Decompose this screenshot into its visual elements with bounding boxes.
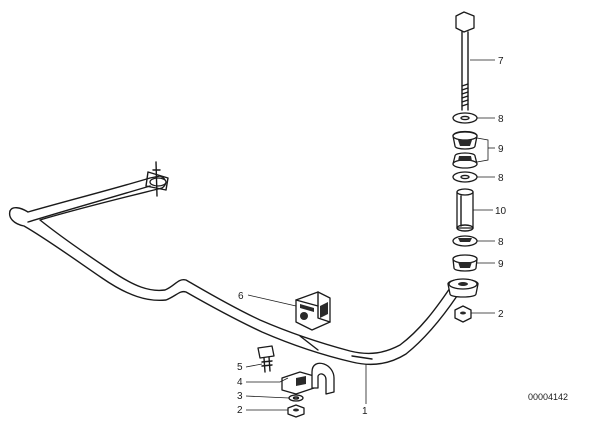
- washer-8-top: [452, 112, 478, 124]
- callout-2-upper: 2: [498, 309, 504, 320]
- callout-8-mid: 8: [498, 173, 504, 184]
- callout-10: 10: [495, 206, 507, 217]
- nut-2-upper: [454, 305, 472, 323]
- left-end-link: [145, 161, 169, 197]
- callout-8-lower: 8: [498, 237, 504, 248]
- callout-2-lower: 2: [237, 405, 243, 416]
- callout-labels: 7 8 9 8 10 8 9 2 6 5 4 3 2 1: [237, 56, 507, 417]
- hex-bolt-5: [257, 345, 275, 373]
- callout-1: 1: [362, 406, 368, 417]
- stabilizer-bar: [8, 175, 467, 366]
- washer-8-lower: [452, 235, 478, 247]
- mount-bracket: [281, 362, 335, 395]
- bushing-9-lower: [452, 254, 478, 272]
- washer-8-mid: [452, 171, 478, 183]
- callout-9-upper: 9: [498, 144, 504, 155]
- callout-3: 3: [237, 391, 243, 402]
- callout-8-top: 8: [498, 114, 504, 125]
- nut-2-lower: [287, 404, 305, 418]
- document-number: 00004142: [528, 392, 568, 402]
- rubber-mount: [295, 291, 331, 331]
- callout-9-lower: 9: [498, 259, 504, 270]
- bar-eye-bushing: [447, 278, 479, 298]
- spacer-tube-10: [456, 188, 474, 232]
- callout-6: 6: [238, 291, 244, 302]
- washer-3: [288, 394, 304, 402]
- callout-7: 7: [498, 56, 504, 67]
- link-bolt-7: [455, 11, 475, 111]
- bushing-9-upper-pair: [452, 130, 478, 169]
- callout-4: 4: [237, 377, 243, 388]
- callout-leaders: [245, 59, 495, 411]
- callout-5: 5: [237, 362, 243, 373]
